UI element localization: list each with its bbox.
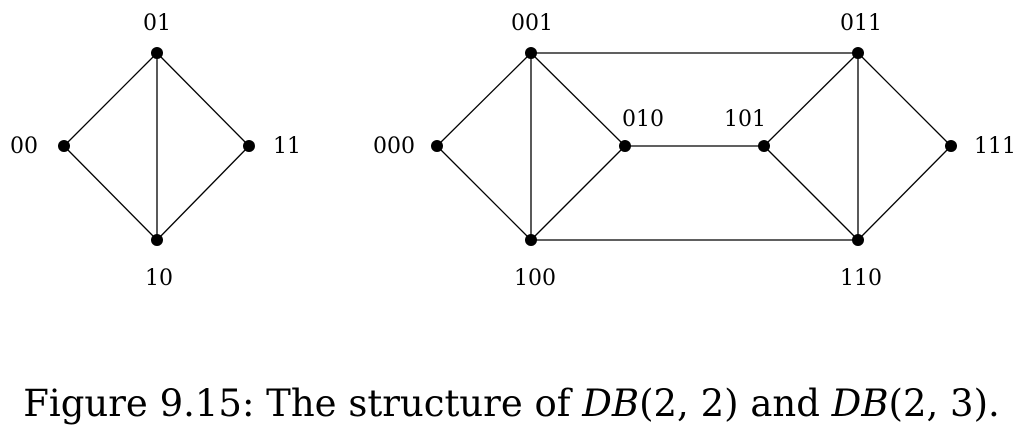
node-label-001: 001	[511, 11, 553, 36]
node-01	[151, 47, 163, 59]
caption-graph2-args: (2, 3)	[888, 382, 989, 425]
node-00	[58, 140, 70, 152]
node-label-010: 010	[622, 107, 664, 132]
edge-11-10	[156, 145, 250, 241]
node-label-00: 00	[10, 134, 38, 159]
edge-110-111	[857, 145, 952, 241]
edge-10-00	[63, 145, 158, 241]
edge-01-11	[156, 52, 250, 147]
node-011	[852, 47, 864, 59]
caption-graph2-name: DB	[831, 382, 889, 425]
node-label-000: 000	[373, 134, 415, 159]
node-label-11: 11	[273, 134, 301, 159]
graph-db-2-3: 000 001 010 101 011 111 100 110	[373, 11, 1016, 291]
edge-001-010	[530, 52, 626, 147]
node-001	[525, 47, 537, 59]
caption-middle: and	[738, 382, 832, 425]
caption-suffix: .	[988, 382, 1000, 425]
node-label-111: 111	[974, 134, 1016, 159]
graph-db-2-2: 00 01 11 10	[10, 11, 301, 291]
node-101	[758, 140, 770, 152]
edge-011-111	[857, 52, 952, 147]
figure-caption: Figure 9.15: The structure of DB(2, 2) a…	[0, 380, 1023, 428]
caption-prefix: Figure 9.15: The structure of	[23, 382, 583, 425]
node-11	[243, 140, 255, 152]
edge-000-100	[436, 145, 532, 241]
node-label-011: 011	[840, 11, 882, 36]
node-010	[619, 140, 631, 152]
edge-101-011	[763, 52, 859, 147]
edge-010-100	[530, 145, 626, 241]
node-111	[945, 140, 957, 152]
node-label-01: 01	[143, 11, 171, 36]
node-110	[852, 234, 864, 246]
node-10	[151, 234, 163, 246]
node-100	[525, 234, 537, 246]
edge-000-001	[436, 52, 532, 147]
node-label-101: 101	[724, 107, 766, 132]
edge-00-01	[63, 52, 158, 147]
node-000	[431, 140, 443, 152]
node-label-100: 100	[514, 266, 556, 291]
node-label-110: 110	[840, 266, 882, 291]
caption-graph1-args: (2, 2)	[639, 382, 739, 425]
caption-graph1-name: DB	[582, 382, 640, 425]
node-label-10: 10	[145, 266, 173, 291]
edge-101-110	[763, 145, 859, 241]
